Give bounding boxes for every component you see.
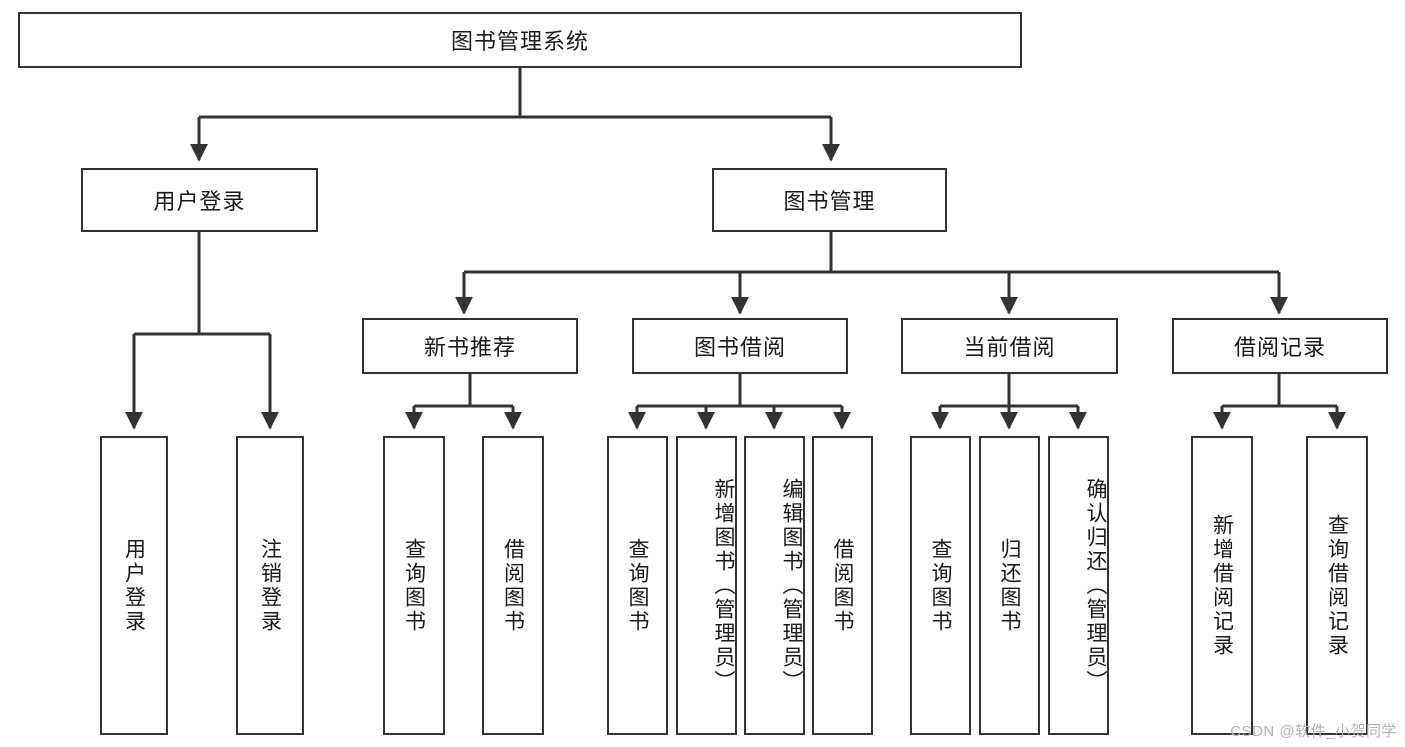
node-book-borrow[interactable]: 图书借阅 (632, 318, 848, 374)
leaf-query-book-cb[interactable]: 查询图书 (910, 436, 971, 735)
leaf-edit-book[interactable]: 编辑图书（管理员） (744, 436, 805, 735)
leaf-user-login-label: 用户登录 (122, 537, 146, 634)
leaf-query-book-cb-label: 查询图书 (929, 537, 953, 634)
node-book-mgmt-label: 图书管理 (783, 189, 876, 214)
leaf-confirm-return[interactable]: 确认归还（管理员） (1048, 436, 1109, 735)
leaf-query-book-bb[interactable]: 查询图书 (607, 436, 668, 735)
node-borrow-record[interactable]: 借阅记录 (1172, 318, 1388, 374)
node-book-mgmt[interactable]: 图书管理 (712, 168, 947, 232)
node-new-book-rec[interactable]: 新书推荐 (362, 318, 578, 374)
leaf-return-book-label: 归还图书 (998, 537, 1022, 634)
leaf-add-record-label: 新增借阅记录 (1210, 513, 1234, 658)
leaf-confirm-return-label: 确认归还（管理员） (1084, 477, 1107, 694)
leaf-user-login[interactable]: 用户登录 (100, 436, 168, 735)
leaf-logout-label: 注销登录 (258, 537, 282, 634)
node-current-borrow[interactable]: 当前借阅 (901, 318, 1118, 374)
node-current-borrow-label: 当前借阅 (963, 335, 1056, 360)
csdn-watermark: CSDN @软件_小贺同学 (1230, 723, 1397, 740)
leaf-query-record[interactable]: 查询借阅记录 (1306, 436, 1368, 735)
node-borrow-record-label: 借阅记录 (1233, 335, 1326, 360)
leaf-query-book-rec[interactable]: 查询图书 (383, 436, 445, 735)
leaf-add-record[interactable]: 新增借阅记录 (1191, 436, 1253, 735)
leaf-query-book-bb-label: 查询图书 (626, 537, 650, 634)
leaf-add-book-label: 新增图书（管理员） (712, 477, 735, 694)
node-new-book-rec-label: 新书推荐 (423, 335, 516, 360)
leaf-add-book[interactable]: 新增图书（管理员） (676, 436, 737, 735)
node-book-borrow-label: 图书借阅 (693, 335, 786, 360)
leaf-edit-book-label: 编辑图书（管理员） (780, 477, 803, 694)
leaf-return-book[interactable]: 归还图书 (979, 436, 1040, 735)
leaf-borrow-book-rec[interactable]: 借阅图书 (482, 436, 544, 735)
leaf-borrow-book-bb[interactable]: 借阅图书 (812, 436, 873, 735)
leaf-query-book-rec-label: 查询图书 (402, 537, 426, 634)
leaf-borrow-book-rec-label: 借阅图书 (501, 537, 525, 634)
node-user-login-label: 用户登录 (153, 189, 246, 214)
leaf-query-record-label: 查询借阅记录 (1325, 513, 1349, 658)
leaf-logout[interactable]: 注销登录 (236, 436, 304, 735)
leaf-borrow-book-bb-label: 借阅图书 (831, 537, 855, 634)
node-user-login[interactable]: 用户登录 (81, 168, 318, 232)
node-root-label: 图书管理系统 (450, 29, 589, 54)
node-root[interactable]: 图书管理系统 (18, 12, 1022, 68)
